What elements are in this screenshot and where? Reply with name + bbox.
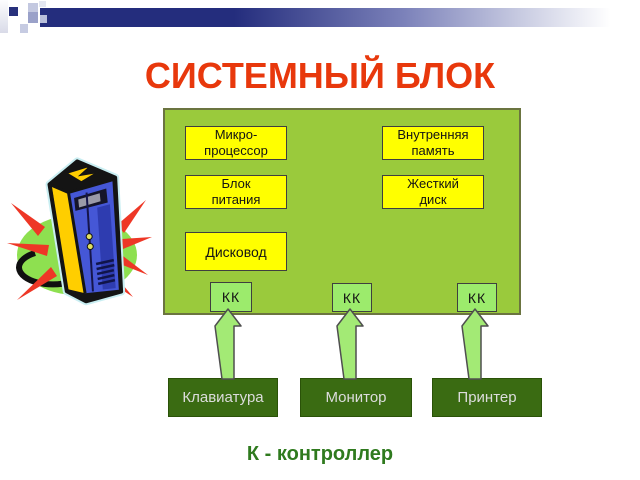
arrow-up-monitor — [336, 308, 364, 380]
legend-caption: К - контроллер — [246, 443, 394, 465]
clipart-tower — [45, 157, 126, 306]
arrow-up-printer — [461, 308, 489, 380]
arrow-up-keyboard — [214, 308, 242, 380]
device-printer: Принтер — [432, 378, 542, 417]
component-internal-memory: Внутренняя память — [382, 126, 484, 160]
deco-square-lavender-light — [28, 3, 38, 12]
deco-square-mid — [40, 15, 47, 23]
device-keyboard: Клавиатура — [168, 378, 278, 417]
controller-box-keyboard: КК — [210, 282, 252, 312]
component-hard-disk: Жесткий диск — [382, 175, 484, 209]
device-monitor: Монитор — [300, 378, 412, 417]
component-microprocessor: Микро- процессор — [185, 126, 287, 160]
deco-square-navy — [9, 7, 18, 16]
system-unit-board: Микро- процессор Внутренняя память Блок … — [163, 108, 521, 315]
deco-square-lavender-dark — [28, 12, 38, 23]
computer-tower-icon — [7, 157, 152, 306]
page-title: СИСТЕМНЫЙ БЛОК — [144, 55, 496, 96]
component-disk-drive: Дисковод — [185, 232, 287, 271]
header-gradient-strip — [0, 0, 8, 33]
deco-square-small — [20, 24, 28, 33]
header-bar-decoration — [40, 8, 628, 27]
component-power-supply: Блок питания — [185, 175, 287, 209]
deco-square-tiny — [39, 1, 46, 7]
